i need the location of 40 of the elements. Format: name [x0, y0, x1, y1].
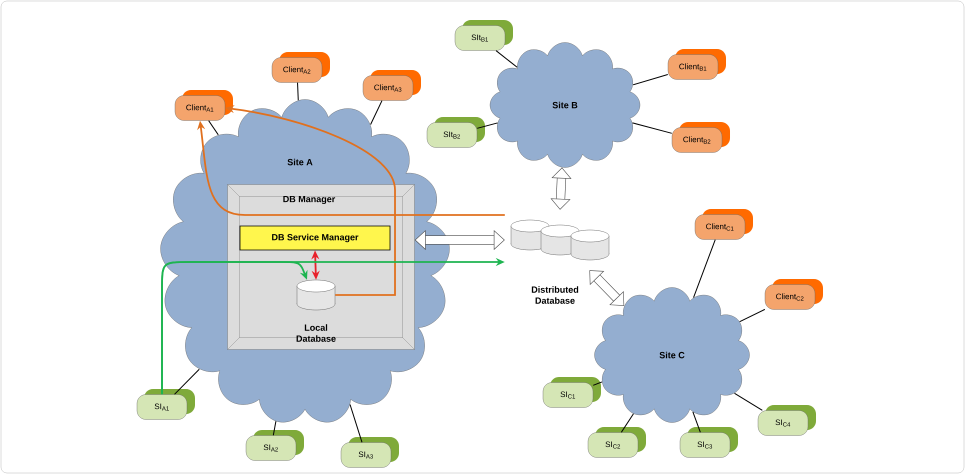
client-box: Client$_{A2}$ [272, 52, 330, 83]
connector-line [693, 239, 716, 298]
connector-line [174, 368, 200, 395]
connector-line [496, 50, 518, 68]
instance-box: SI$_{A2}$ [246, 430, 304, 461]
connector-line [350, 404, 362, 443]
connector-line [739, 308, 766, 322]
connector-line [297, 82, 299, 101]
instance-box: SI$_{A3}$ [340, 437, 399, 468]
service-box: DB Service Manager [240, 226, 390, 250]
instance-box: SI$_{C1}$ [542, 377, 601, 408]
client-box: Client$_{A3}$ [362, 70, 421, 101]
cloud: Site C [594, 287, 750, 423]
instance-box: SI$_{C3}$ [680, 427, 738, 458]
client-box: Client$_{A1}$ [174, 90, 233, 121]
connector-line [592, 381, 602, 386]
connector-line [370, 100, 382, 125]
instance-box: SIt$_{B2}$ [426, 117, 485, 148]
cloud: Site B [490, 42, 640, 168]
instance-box: SIt$_{B1}$ [454, 20, 513, 51]
connector-line [734, 392, 763, 411]
instance-box: SI$_{C4}$ [758, 405, 816, 436]
hollow-arrow [589, 270, 624, 306]
hollow-arrow [414, 230, 505, 250]
client-box: Client$_{C1}$ [694, 209, 753, 240]
instance-box: SI$_{C2}$ [588, 427, 646, 458]
connector-line [632, 74, 668, 86]
instance-box: SI$_{A1}$ [136, 389, 195, 420]
connector-line [692, 411, 701, 433]
connector-line [208, 120, 219, 136]
client-box: Client$_{B2}$ [672, 122, 730, 153]
connector-line [620, 413, 634, 433]
client-box: Client$_{C2}$ [764, 279, 824, 310]
connector-line [476, 122, 498, 129]
connector-line [272, 420, 276, 436]
connector-line [632, 122, 672, 134]
database-cylinder: Local Database [296, 280, 336, 342]
node-label: Distributed Database [532, 286, 578, 304]
node-label: Local Database [296, 324, 336, 342]
client-box: Client$_{B1}$ [668, 49, 726, 80]
